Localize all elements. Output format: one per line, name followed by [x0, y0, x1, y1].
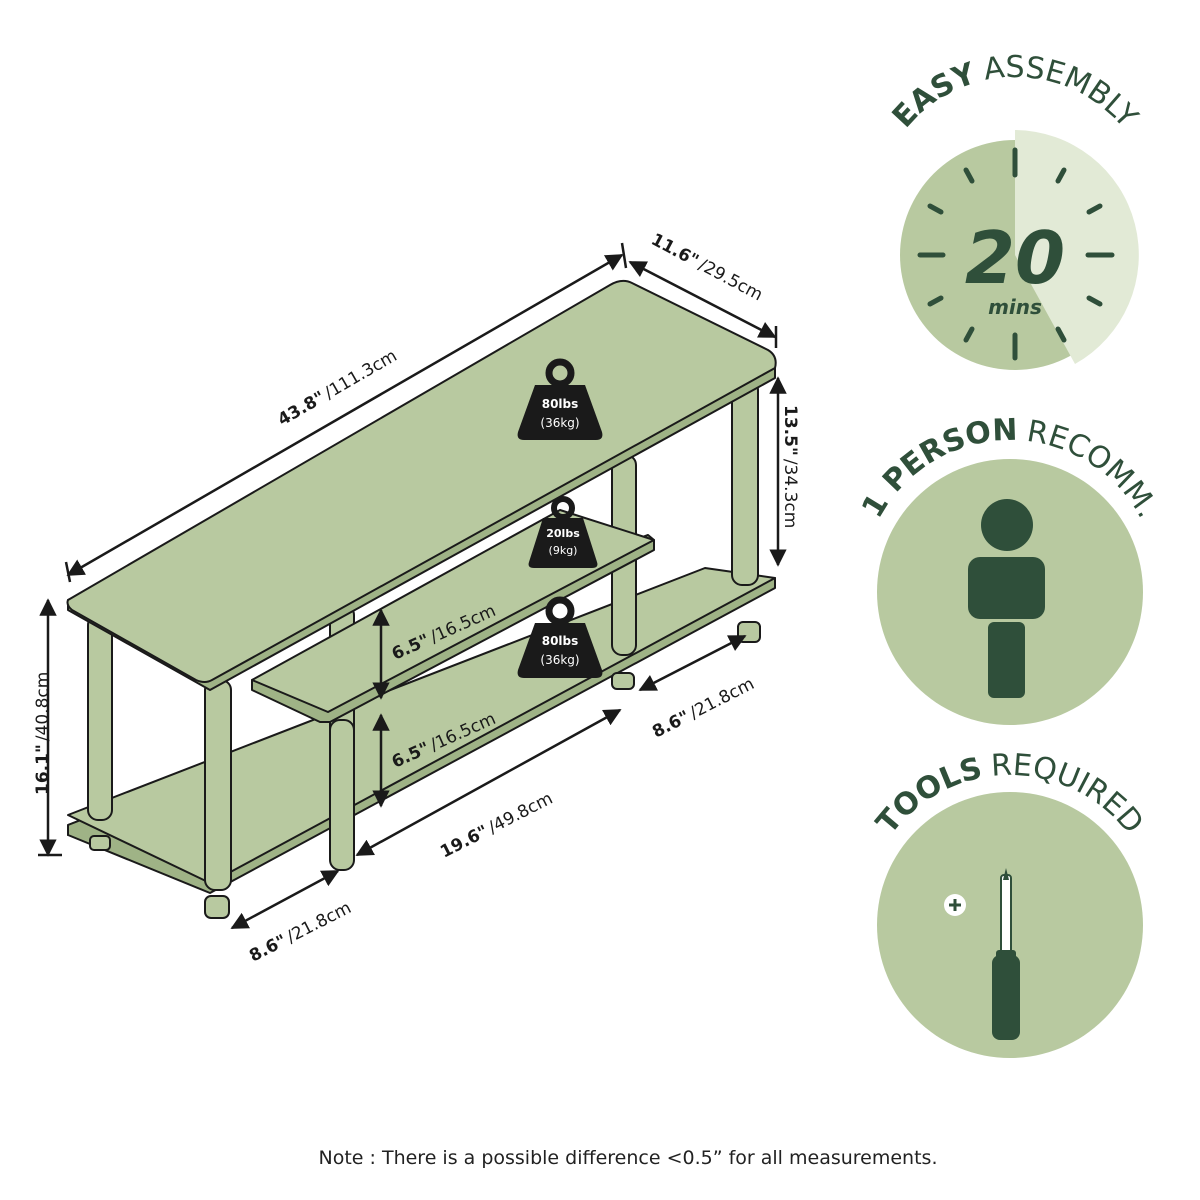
weight-bottom-value: 80lbs [542, 634, 579, 648]
dim-bottom-width-left-label: 8.6"/21.8cm [246, 898, 354, 966]
weight-middle-metric: (9kg) [549, 544, 578, 557]
weight-middle-value: 20lbs [546, 527, 580, 540]
front-posts [87, 379, 759, 891]
weight-top-metric: (36kg) [540, 416, 579, 430]
dim-top-height-label: 13.5"/34.3cm [780, 405, 800, 528]
dim-bottom-width-right-label: 8.6"/21.8cm [649, 674, 757, 742]
assembly-badge: EASYASSEMBLY 20 mins [886, 50, 1145, 370]
clock-icon: 20 mins [900, 130, 1139, 370]
assembly-minutes: 20 [965, 216, 1065, 300]
weight-bottom-metric: (36kg) [540, 653, 579, 667]
measurement-note: Note : There is a possible difference <0… [319, 1147, 938, 1169]
screwdriver-icon [944, 868, 1020, 1040]
tv-stand-illustration [66, 279, 777, 919]
assembly-unit: mins [988, 295, 1042, 319]
person-icon [968, 499, 1045, 698]
weight-badge-bottom: 80lbs (36kg) [517, 596, 603, 678]
weight-top-value: 80lbs [542, 397, 579, 411]
assembly-badge-title: EASYASSEMBLY [886, 50, 1145, 135]
dimension-arrows [38, 242, 787, 930]
dim-depth-label: 11.6"/29.5cm [648, 230, 766, 306]
dim-total-height-label: 16.1"/40.8cm [33, 672, 53, 795]
